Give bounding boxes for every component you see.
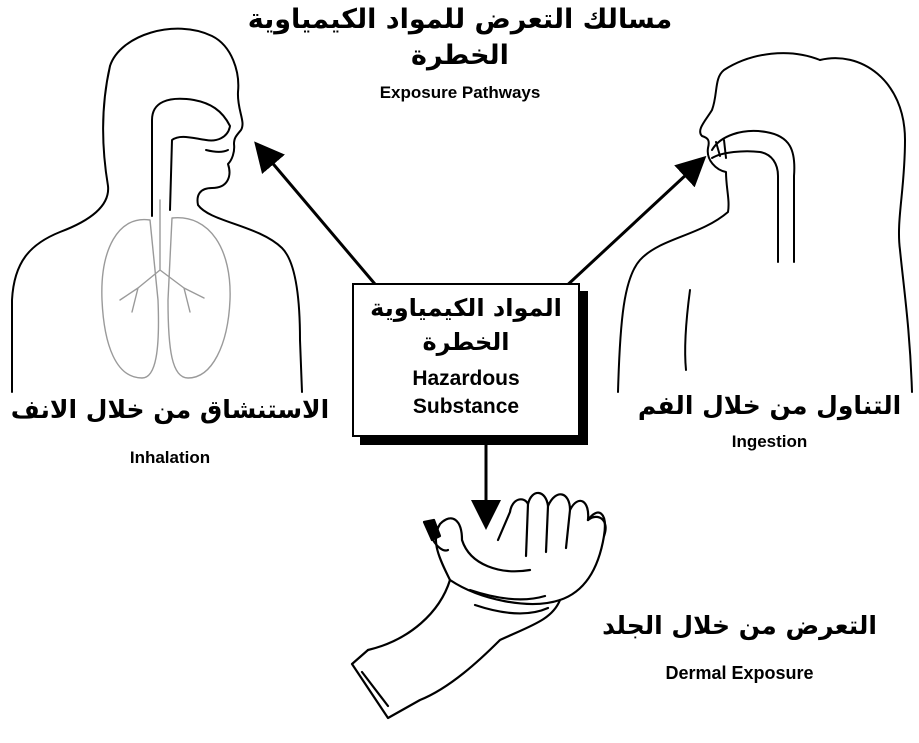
hazardous-substance-box: المواد الكيمياوية الخطرة Hazardous Subst… — [352, 283, 580, 437]
title-english: Exposure Pathways — [240, 83, 680, 103]
dermal-label-arabic: التعرض من خلال الجلد — [560, 612, 919, 641]
inhalation-label-english: Inhalation — [0, 448, 340, 468]
arrow-to-inhalation — [258, 146, 380, 290]
ingestion-figure-face-outline — [618, 53, 820, 392]
ingestion-label-english: Ingestion — [620, 432, 919, 452]
hand-icon — [352, 493, 606, 718]
substance-english-line2: Substance — [354, 395, 578, 419]
ingestion-figure-shoulder-line — [685, 290, 690, 370]
inhalation-figure-mouth — [206, 150, 228, 152]
substance-arabic-line1: المواد الكيمياوية — [354, 295, 578, 323]
substance-english-line1: Hazardous — [354, 367, 578, 391]
inhalation-figure-airway — [152, 99, 230, 216]
title-arabic-line1: مسالك التعرض للمواد الكيمياوية — [240, 4, 680, 35]
inhalation-label-arabic: الاستنشاق من خلال الانف — [0, 396, 340, 425]
title-arabic-line2: الخطرة — [240, 40, 680, 71]
ingestion-figure-back-outline — [820, 58, 912, 392]
inhalation-figure-back-outline — [12, 66, 110, 392]
ingestion-figure — [618, 53, 912, 392]
substance-arabic-line2: الخطرة — [354, 329, 578, 357]
arrow-to-ingestion — [562, 160, 702, 290]
ingestion-label-arabic: التناول من خلال الفم — [620, 392, 919, 421]
lungs-icon — [102, 200, 230, 378]
dermal-label-english: Dermal Exposure — [560, 663, 919, 684]
